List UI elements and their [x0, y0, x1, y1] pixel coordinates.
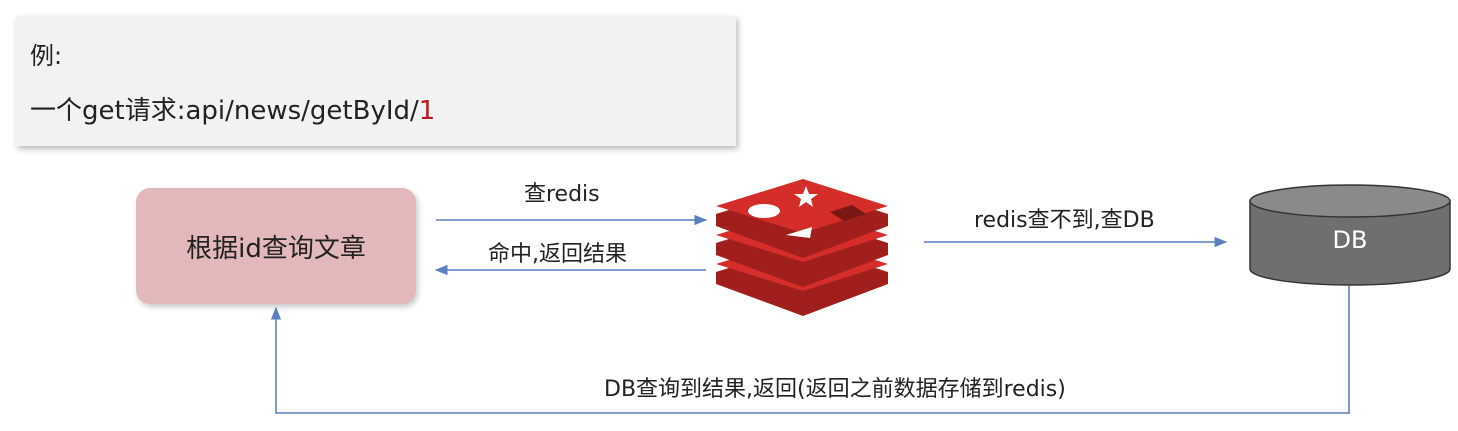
label-redis-miss: redis查不到,查DB: [974, 208, 1155, 233]
label-hit-return: 命中,返回结果: [488, 242, 627, 267]
example-request-line: 一个get请求:api/news/getById/1: [30, 90, 435, 127]
arrow-db-return: [270, 286, 1350, 414]
db-label: DB: [1332, 226, 1368, 254]
request-id: 1: [418, 96, 436, 126]
redis-logo-icon: [716, 179, 888, 316]
label-query-redis: 查redis: [524, 182, 600, 207]
label-db-return: DB查询到结果,返回(返回之前数据存储到redis): [604, 377, 1066, 402]
request-prefix: 一个get请求:api/news/getById/: [30, 96, 419, 126]
example-title: 例:: [30, 42, 63, 70]
db-cylinder-icon: [1249, 184, 1451, 286]
query-article-node: 根据id查询文章: [136, 188, 416, 304]
example-box: 例: 一个get请求:api/news/getById/1: [16, 16, 736, 146]
